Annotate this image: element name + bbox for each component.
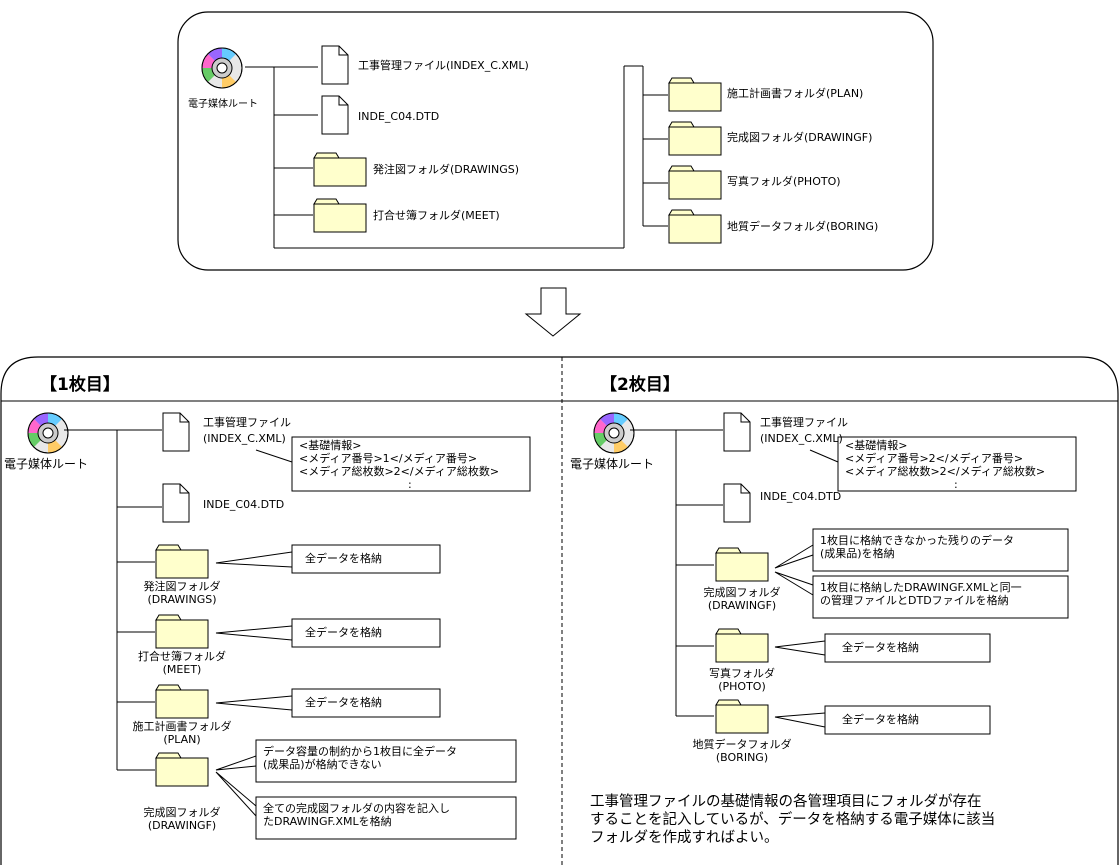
panel1-folder-drawings: 発注図フォルダ(DRAWINGS) [143, 580, 221, 606]
panel1-note-meet: 全データを格納 [305, 626, 382, 639]
panel1-folder-plan: 施工計画書フォルダ(PLAN) [132, 720, 232, 746]
top-folder-boring: 地質データフォルダ(BORING) [727, 220, 879, 233]
top-folder-plan: 施工計画書フォルダ(PLAN) [727, 87, 864, 100]
panel1-folder-meet: 打合せ簿フォルダ(MEET) [138, 650, 226, 676]
panel2-note-photo: 全データを格納 [842, 641, 919, 654]
cd-icon [201, 47, 243, 89]
panel2-note2-drawingf: 1枚目に格納したDRAWINGF.XMLと同一の管理ファイルとDTDファイルを格… [820, 581, 1022, 607]
top-box [177, 11, 934, 271]
panel2-note-drawingf: 1枚目に格納できなかった残りのデータ(成果品)を格納 [820, 534, 1014, 560]
panel2-root-label: 電子媒体ルート [570, 457, 655, 471]
panel2-folder-boring: 地質データフォルダ(BORING) [692, 738, 792, 764]
panel1-note-drawingf: データ容量の制約から1枚目に全データ(成果品)が格納できない [263, 745, 457, 771]
panel1-callout-index-line2: <メディア番号>1</メディア番号> [299, 452, 478, 465]
panel2-callout-index-line2: <メディア番号>2</メディア番号> [845, 452, 1024, 465]
top-folder-drawingf: 完成図フォルダ(DRAWINGF) [727, 131, 873, 144]
panel2-index-file-ext: (INDEX_C.XML) [760, 432, 843, 445]
top-dtd-file: INDE_C04.DTD [358, 110, 440, 123]
panel2-footnote: 工事管理ファイルの基礎情報の各管理項目にフォルダが存在 することを記入しているが… [590, 794, 996, 846]
panel2-callout-index-line3: <メディア総枚数>2</メディア総枚数> [845, 465, 1046, 478]
panel1-callout-index-line1: <基礎情報> [299, 439, 362, 452]
top-root-label: 電子媒体ルート [188, 99, 258, 110]
panel1-root-label: 電子媒体ルート [4, 457, 89, 471]
panel2-index-file-name: 工事管理ファイル [760, 416, 848, 429]
down-arrow [524, 287, 582, 337]
panel2-callout-index-line4: : [954, 478, 958, 491]
panel2-dtd-file: INDE_C04.DTD [760, 490, 842, 503]
panel1-note2-drawingf: 全ての完成図フォルダの内容を記入したDRAWINGF.XMLを格納 [263, 802, 450, 828]
panel2-title: 【2枚目】 [600, 375, 680, 395]
panel1-index-file-ext: (INDEX_C.XML) [203, 432, 286, 445]
panel1-callout-index-line3: <メディア総枚数>2</メディア総枚数> [299, 465, 500, 478]
top-folder-meet: 打合せ簿フォルダ(MEET) [373, 209, 500, 222]
top-index-file: 工事管理ファイル(INDEX_C.XML) [358, 59, 529, 72]
top-folder-photo: 写真フォルダ(PHOTO) [727, 175, 841, 188]
panel1-folder-drawingf: 完成図フォルダ(DRAWINGF) [143, 806, 221, 832]
panel1-index-file-name: 工事管理ファイル [203, 416, 291, 429]
panel1-note-plan: 全データを格納 [305, 696, 382, 709]
panel2-note-boring: 全データを格納 [842, 713, 919, 726]
panel2-folder-photo: 写真フォルダ(PHOTO) [709, 667, 775, 693]
panel2-callout-index-line1: <基礎情報> [845, 439, 908, 452]
panel1-title: 【1枚目】 [40, 375, 120, 395]
panel1-dtd-file: INDE_C04.DTD [203, 498, 285, 511]
panel1-note-drawings: 全データを格納 [305, 552, 382, 565]
panel2-folder-drawingf: 完成図フォルダ(DRAWINGF) [703, 586, 781, 612]
top-folder-drawings: 発注図フォルダ(DRAWINGS) [373, 163, 520, 176]
panel1-callout-index-line4: : [408, 478, 412, 491]
